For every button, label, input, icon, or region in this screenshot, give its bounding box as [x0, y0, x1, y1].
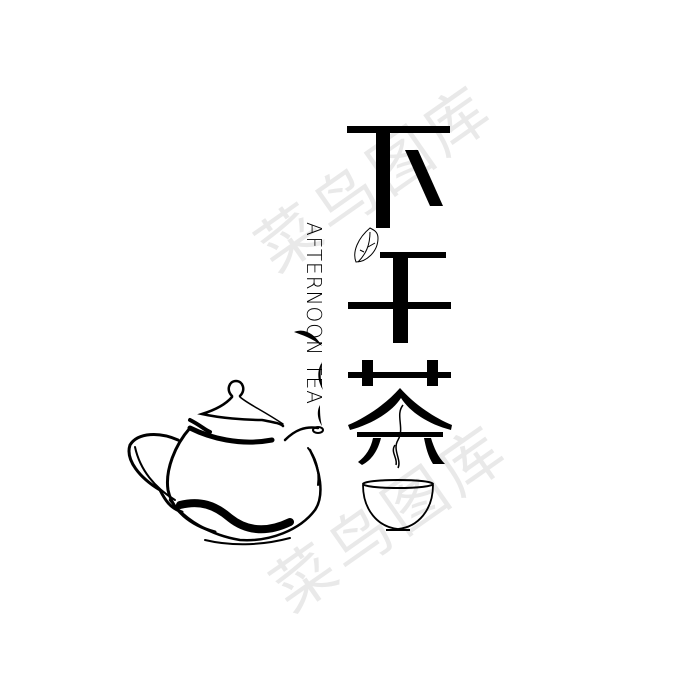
- tea-cup-icon: [362, 479, 434, 531]
- vine-icon: [294, 330, 323, 426]
- subtitle-afternoon-tea: AFTERNOON TEA: [302, 222, 326, 405]
- teapot-icon: [127, 379, 324, 546]
- leaf-icon: [354, 227, 379, 263]
- title-char-xia: [347, 126, 450, 228]
- steam-icon: [392, 404, 404, 469]
- title-char-wu: [348, 252, 451, 343]
